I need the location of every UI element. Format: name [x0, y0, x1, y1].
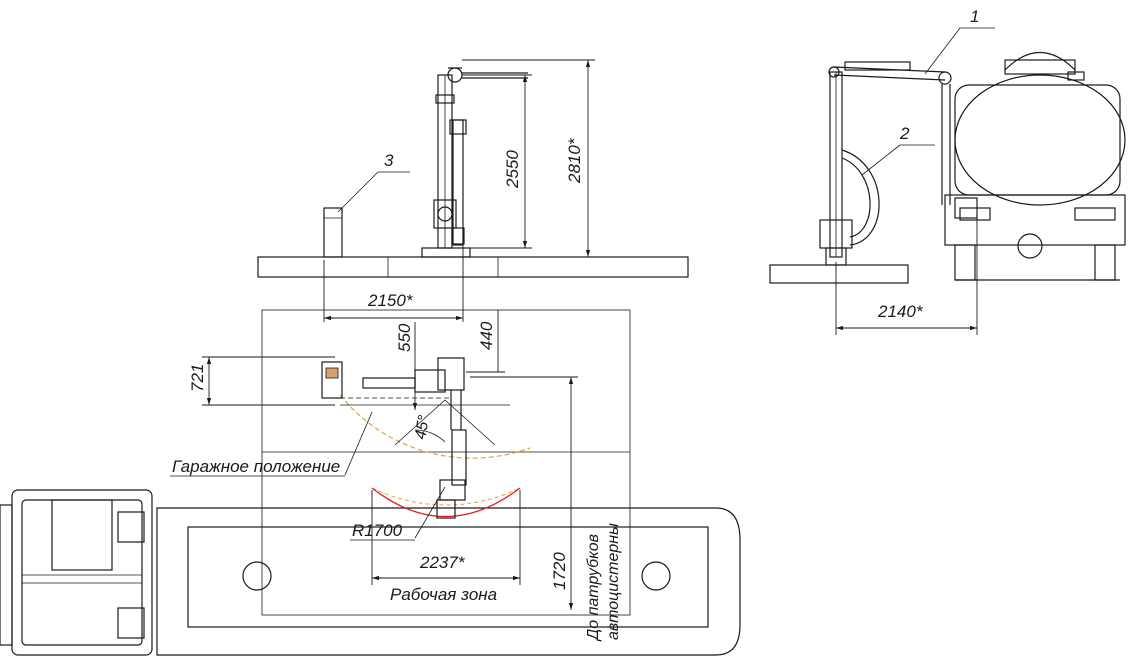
- callout-2: 2: [899, 124, 910, 143]
- front-view: 2 1 2140*: [769, 7, 1126, 335]
- tank-outline: [187, 526, 709, 628]
- label-r1700: R1700: [352, 521, 403, 540]
- dim-2550: 2550: [503, 150, 522, 189]
- dim-2237: 2237*: [419, 553, 466, 572]
- hose-2: [841, 149, 880, 246]
- dim-1720: 1720: [550, 552, 569, 590]
- tanker-plan: [156, 507, 741, 656]
- side-view: 3 2550 2810* 2150*: [257, 59, 689, 322]
- callout-1: 1: [970, 7, 979, 26]
- truck-cab: [11, 489, 153, 656]
- dim-440: 440: [477, 321, 496, 350]
- dim-721: 721: [188, 364, 207, 392]
- dim-2140: 2140*: [877, 302, 924, 321]
- ground-slab: [257, 256, 689, 278]
- tank-dome: [1004, 51, 1076, 71]
- dim-2810: 2810*: [565, 137, 584, 184]
- truck-bumper: [944, 194, 1126, 246]
- label-nozzles-2: автоцистерны: [605, 523, 622, 640]
- pedestal-3: [323, 207, 343, 258]
- work-arc: [371, 487, 521, 518]
- dim-45: 45°: [412, 413, 433, 440]
- right-ground-slab: [769, 264, 909, 284]
- dim-2150: 2150*: [367, 291, 414, 310]
- garage-arc: [339, 394, 531, 459]
- drop-pipe: [452, 119, 464, 246]
- callout-3: 3: [384, 151, 394, 170]
- label-work-zone: Рабочая зона: [390, 585, 497, 604]
- label-nozzles-1: До патрубков: [585, 534, 602, 642]
- label-garage: Гаражное положение: [172, 457, 340, 476]
- tank-body: [954, 74, 1126, 206]
- plan-view: 45° 721 550 440 Гаражное положение R1700…: [0, 309, 741, 656]
- platform-outline: [261, 309, 631, 616]
- pedestal-plan: [321, 361, 343, 399]
- dim-550: 550: [395, 323, 414, 352]
